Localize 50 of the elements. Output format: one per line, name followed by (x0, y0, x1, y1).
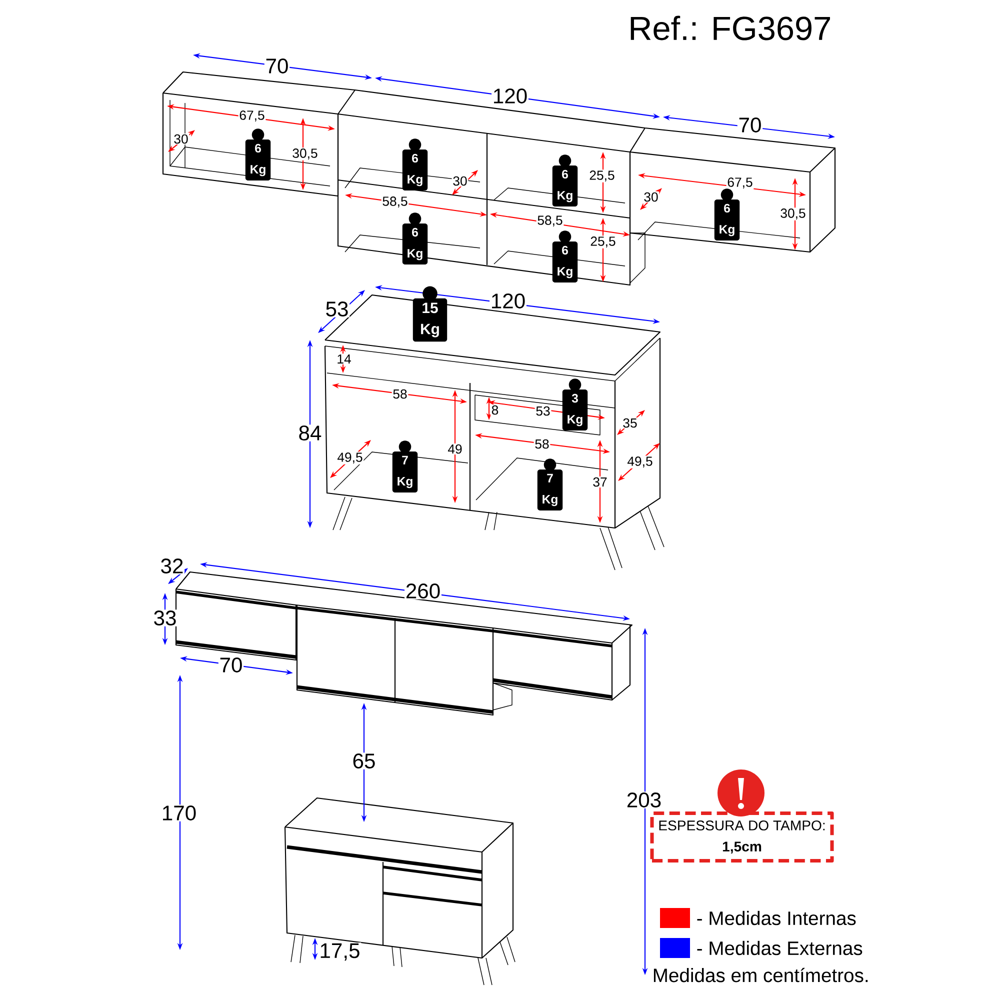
dimension-label: 49,5 (626, 456, 654, 468)
dimension-label: 58 (392, 388, 408, 400)
dimension-label: 67,5 (238, 110, 266, 122)
dimension-label: 17,5 (318, 942, 362, 962)
dimension-label: 33 (152, 610, 178, 626)
dimension-label: 58 (534, 438, 550, 450)
dimension-label: 25,5 (588, 170, 616, 182)
dimension-label: 32 (159, 558, 185, 574)
weight-tag: 6 Kg (714, 188, 740, 241)
weight-tag: 7 Kg (392, 440, 418, 492)
dimension-label: 67,5 (726, 176, 754, 190)
dimension-label: 203 (626, 792, 662, 808)
dimension-label: 53 (534, 405, 552, 417)
dimension-label: 53 (324, 300, 350, 318)
dimension-label: 14 (336, 354, 352, 364)
dimension-label: 84 (297, 424, 323, 442)
weight-tag: 6 Kg (245, 128, 271, 181)
weight-tag: 15 Kg (412, 286, 448, 342)
dimension-label: 120 (492, 88, 528, 104)
dimension-label: 58,5 (536, 214, 564, 228)
dimension-label: 260 (404, 582, 442, 600)
dimension-label: 49 (446, 443, 464, 455)
dimension-label: 70 (264, 58, 290, 74)
dimension-label: 30,5 (779, 208, 807, 220)
dimension-label: 120 (490, 292, 526, 310)
dimension-label: 49,5 (336, 452, 364, 464)
dimension-label: 25,5 (589, 236, 617, 248)
weight-tag: 6 Kg (552, 154, 578, 207)
dimension-label: 35 (622, 417, 638, 429)
dimension-label: 170 (160, 804, 198, 822)
note-box: ESPESSURA DO TAMPO: 1,5cm (650, 812, 834, 863)
dimension-label: 30 (642, 191, 660, 203)
weight-tag: 7 Kg (537, 458, 563, 510)
dimension-label: 65 (351, 752, 377, 770)
legend-label: - Medidas Externas (697, 940, 862, 956)
caption: Medidas em centímetros. (654, 968, 868, 982)
dimension-label: 8 (490, 404, 500, 416)
reference-title: Ref.: FG3697 (630, 16, 830, 40)
weight-tag: 6 Kg (402, 138, 428, 191)
dimension-label: 30 (172, 133, 190, 145)
dimension-label: 58,5 (381, 196, 409, 208)
weight-tag: 6 Kg (552, 230, 578, 283)
legend-label: - Medidas Internas (697, 910, 856, 926)
dimension-label: 70 (737, 116, 763, 134)
dimension-label: 30,5 (291, 148, 319, 160)
dimension-label: 30 (452, 175, 468, 187)
dimension-label: 70 (218, 656, 244, 674)
weight-tag: 6 Kg (402, 212, 428, 265)
dimension-label: 37 (592, 476, 608, 488)
weight-tag: 3 Kg (562, 378, 588, 431)
